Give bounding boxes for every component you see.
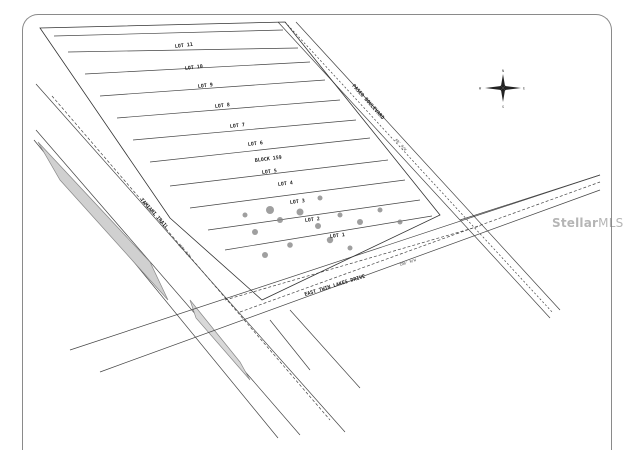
lot-label-7: LOT 7 [230,122,246,130]
block-label: BLOCK 159 [255,155,283,164]
street-label-paseo: PASEO BOULEVARD [351,83,386,121]
lot-label-2: LOT 2 [305,216,321,224]
lot-label-6: LOT 6 [248,140,264,148]
lot-label-9: LOT 9 [198,82,214,90]
lot-label-11: LOT 11 [175,42,194,50]
compass-rose-icon: N S E W [479,69,525,109]
lot-label-10: LOT 10 [185,64,204,72]
compass-e: E [523,87,525,91]
lot-label-8: LOT 8 [215,102,231,110]
compass-w: W [479,87,482,91]
lot-labels: LOT 11 LOT 10 LOT 9 LOT 8 LOT 7 LOT 6 BL… [175,42,346,240]
row-label-paseo: 60' R/W [394,138,407,152]
compass-n: N [502,69,504,73]
street-label-tamiami: TAMIAMI TRAIL [139,197,170,230]
watermark: StellarMLS [552,216,623,230]
lot-label-3: LOT 3 [290,198,306,206]
street-labels: PASEO BOULEVARD 60' R/W TAMIAMI TRAIL 10… [139,83,418,298]
compass-s: S [502,105,504,109]
lot-label-5: LOT 5 [262,168,278,176]
lot-label-4: LOT 4 [278,180,294,188]
watermark-suffix: MLS [598,216,624,230]
lot-label-1: LOT 1 [330,232,346,240]
row-label-tamiami: 100' R/W [177,243,192,259]
row-label-twin-lakes: 100' R/W [399,258,417,267]
watermark-brand: Stellar [552,216,599,230]
